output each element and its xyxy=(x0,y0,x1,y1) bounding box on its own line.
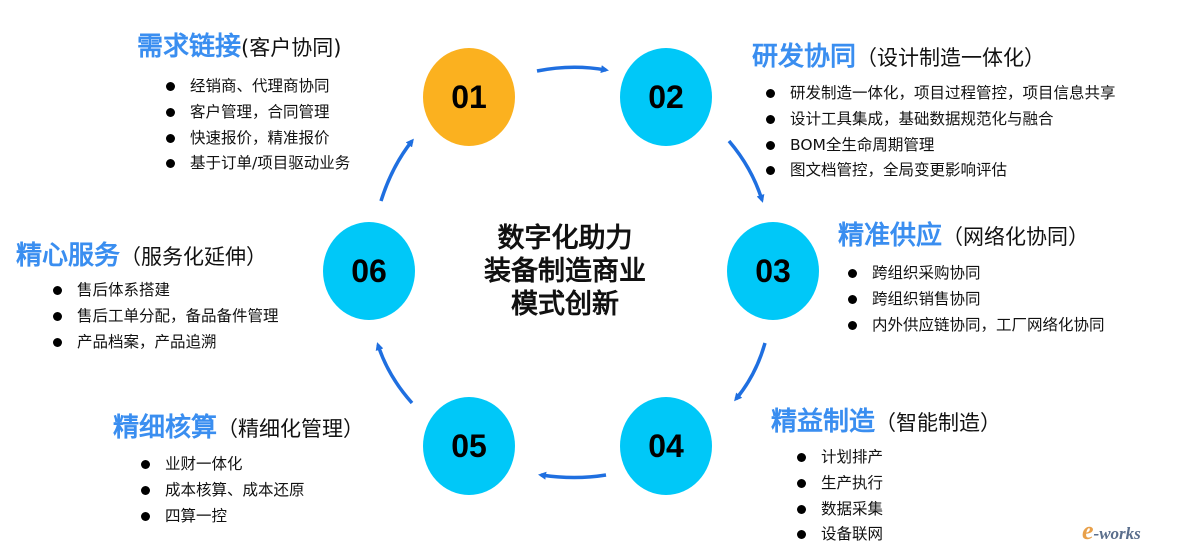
title-main: 精准供应 xyxy=(838,221,943,251)
list-item: 跨组织采购协同 xyxy=(848,261,1105,287)
step-title-01: 需求链接(客户协同) xyxy=(137,32,341,63)
step-title-04: 精益制造（智能制造） xyxy=(771,407,1001,438)
step-title-03: 精准供应（网络化协同） xyxy=(838,221,1089,252)
list-item: 售后体系搭建 xyxy=(53,278,279,304)
title-main: 精细核算 xyxy=(113,413,218,443)
arrow-05-06 xyxy=(375,342,414,405)
eworks-logo: e-works xyxy=(1082,516,1141,546)
list-item: 基于订单/项目驱动业务 xyxy=(166,151,350,177)
list-item: 业财一体化 xyxy=(141,452,305,478)
logo-text: -works xyxy=(1093,524,1141,543)
center-title: 数字化助力 装备制造商业 模式创新 xyxy=(460,222,670,321)
title-main: 精益制造 xyxy=(771,407,876,437)
arrow-01-02 xyxy=(536,65,609,74)
step-title-06: 精心服务（服务化延伸） xyxy=(16,241,267,272)
step-circle-06: 06 xyxy=(323,222,415,320)
list-item: 售后工单分配，备品备件管理 xyxy=(53,304,279,330)
arrow-06-01 xyxy=(379,138,414,202)
arrow-04-05 xyxy=(538,471,607,480)
list-item: 生产执行 xyxy=(797,471,883,497)
step-title-02: 研发协同（设计制造一体化） xyxy=(752,42,1045,73)
step-number: 06 xyxy=(351,252,387,289)
list-item: 跨组织销售协同 xyxy=(848,287,1105,313)
step-number: 05 xyxy=(451,427,487,464)
list-item: 设备联网 xyxy=(797,522,883,548)
list-item: 计划排产 xyxy=(797,445,883,471)
step-list-06: 售后体系搭建 售后工单分配，备品备件管理 产品档案，产品追溯 xyxy=(53,278,279,355)
step-circle-03: 03 xyxy=(727,222,819,320)
title-sub: （服务化延伸） xyxy=(120,245,268,269)
step-circle-04: 04 xyxy=(620,397,712,495)
arrow-02-03 xyxy=(727,139,765,203)
center-title-line: 模式创新 xyxy=(511,289,619,320)
step-circle-05: 05 xyxy=(423,397,515,495)
title-sub: （精细化管理） xyxy=(217,417,365,441)
step-list-03: 跨组织采购协同 跨组织销售协同 内外供应链协同，工厂网络化协同 xyxy=(848,261,1105,338)
title-main: 研发协同 xyxy=(752,42,857,72)
step-list-04: 计划排产 生产执行 数据采集 设备联网 xyxy=(797,445,883,548)
list-item: 快速报价，精准报价 xyxy=(166,126,350,152)
arrow-03-04 xyxy=(734,342,767,402)
center-title-line: 数字化助力 xyxy=(497,223,633,254)
list-item: 客户管理，合同管理 xyxy=(166,100,350,126)
list-item: 四算一控 xyxy=(141,504,305,530)
list-item: 内外供应链协同，工厂网络化协同 xyxy=(848,313,1105,339)
list-item: 数据采集 xyxy=(797,497,883,523)
step-list-01: 经销商、代理商协同 客户管理，合同管理 快速报价，精准报价 基于订单/项目驱动业… xyxy=(166,74,350,177)
list-item: 成本核算、成本还原 xyxy=(141,478,305,504)
list-item: 图文档管控，全局变更影响评估 xyxy=(766,158,1116,184)
step-number: 04 xyxy=(648,427,684,464)
list-item: 产品档案，产品追溯 xyxy=(53,330,279,356)
step-number: 02 xyxy=(648,78,684,115)
step-number: 01 xyxy=(451,78,487,115)
step-circle-01: 01 xyxy=(423,48,515,146)
title-sub: （设计制造一体化） xyxy=(856,46,1046,70)
list-item: BOM全生命周期管理 xyxy=(766,133,1116,159)
title-sub: （网络化协同） xyxy=(942,225,1090,249)
step-title-05: 精细核算（精细化管理） xyxy=(113,413,364,444)
list-item: 设计工具集成，基础数据规范化与融合 xyxy=(766,107,1116,133)
title-sub: (客户协同) xyxy=(241,36,342,60)
title-main: 精心服务 xyxy=(16,241,121,271)
step-list-02: 研发制造一体化，项目过程管控，项目信息共享 设计工具集成，基础数据规范化与融合 … xyxy=(766,81,1116,184)
title-main: 需求链接 xyxy=(137,32,242,62)
list-item: 经销商、代理商协同 xyxy=(166,74,350,100)
center-title-line: 装备制造商业 xyxy=(484,256,646,287)
logo-prefix: e xyxy=(1082,516,1094,545)
step-circle-02: 02 xyxy=(620,48,712,146)
step-number: 03 xyxy=(755,252,791,289)
list-item: 研发制造一体化，项目过程管控，项目信息共享 xyxy=(766,81,1116,107)
step-list-05: 业财一体化 成本核算、成本还原 四算一控 xyxy=(141,452,305,529)
title-sub: （智能制造） xyxy=(875,411,1002,435)
